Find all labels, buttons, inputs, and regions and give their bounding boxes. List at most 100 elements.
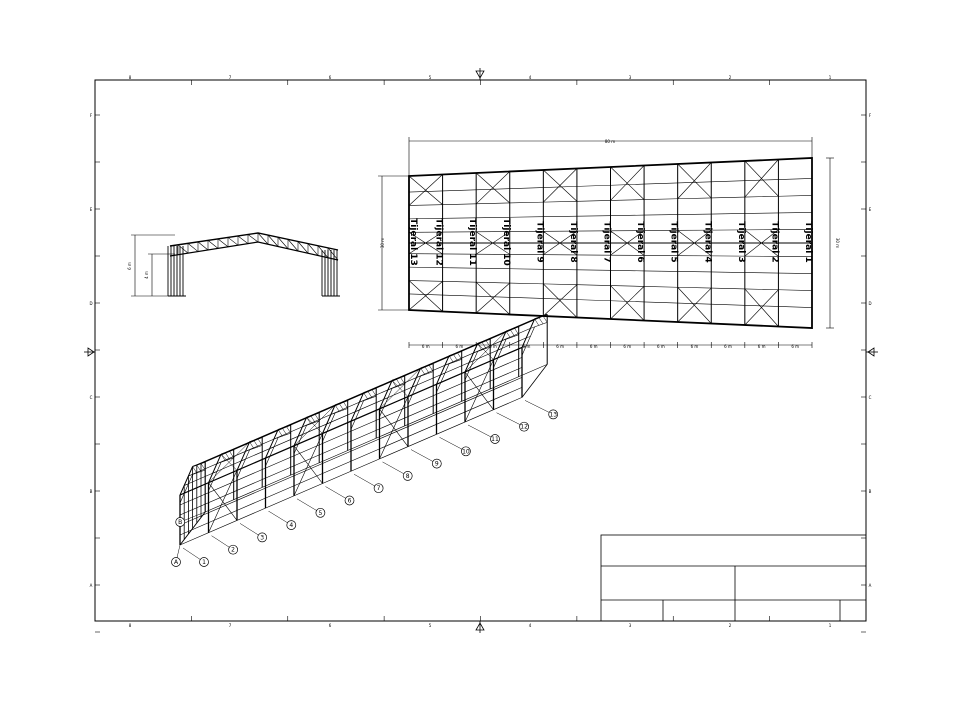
axis-bubble-label: 2: [231, 547, 235, 554]
bracing-line: [677, 287, 712, 323]
truss-chord: [350, 400, 364, 430]
rafter: [521, 318, 536, 348]
bracing-line: [408, 231, 443, 254]
truss-web: [317, 245, 329, 258]
truss-web: [257, 232, 269, 245]
truss-web: [196, 464, 202, 472]
roof-bracing: [404, 367, 421, 377]
truss-web: [327, 247, 339, 261]
truss-web: [207, 240, 219, 249]
left-zone-label: C: [90, 395, 93, 400]
leader-line: [496, 412, 525, 427]
bracing-line: [543, 284, 578, 317]
bracing-line: [677, 162, 712, 199]
axis-bubble-label: B: [178, 519, 182, 526]
truss-web: [339, 403, 344, 411]
rafter: [265, 429, 279, 459]
truss-label: Tijeral 5: [669, 221, 679, 262]
top-zone-label: 8: [129, 75, 132, 80]
left-zone-label: E: [90, 207, 93, 212]
truss-chord: [220, 457, 234, 463]
bottom-zone-label: 8: [129, 623, 132, 628]
truss-web: [477, 343, 483, 351]
bay-dimension: 6 m: [623, 344, 631, 349]
axis-bubble-label: 9: [435, 461, 439, 468]
truss-chord: [265, 437, 279, 467]
truss-chord: [334, 408, 348, 414]
truss-web: [247, 234, 259, 243]
left-zone-label: F: [90, 113, 93, 118]
truss-web: [282, 427, 287, 435]
right-zone-label: C: [869, 395, 872, 400]
axis-bubble: [257, 532, 268, 543]
truss-web: [367, 391, 373, 398]
plan-framing: [408, 157, 813, 329]
purlin-line: [408, 178, 813, 193]
bay-dimension: 6 m: [556, 344, 564, 349]
axis-bubble-label: A: [174, 559, 179, 566]
base-beam: [179, 511, 206, 546]
elevation-dim-inner: 4 m: [144, 271, 149, 279]
top-zone-label: 6: [329, 75, 332, 80]
bracing-line: [610, 286, 645, 320]
border-ticks: [94, 80, 867, 633]
bay-dimension: 6 m: [489, 344, 497, 349]
wall-bracing: [293, 445, 323, 484]
base-beam: [521, 364, 548, 398]
bracing-line: [543, 230, 578, 255]
truss-label: Tijeral 2: [769, 221, 779, 262]
base-beam: [205, 364, 548, 513]
bracing-line: [744, 229, 779, 257]
truss-label: Tijeral 1: [803, 221, 813, 262]
left-zone-label: B: [90, 489, 93, 494]
axis-bubble-label: 4: [289, 522, 293, 529]
bottom-zone-label: 5: [429, 623, 432, 628]
truss-label: Tijeral 4: [702, 221, 712, 262]
bracing-line: [408, 174, 443, 206]
truss-chord: [277, 432, 291, 438]
bottom-zone-label: 6: [329, 623, 332, 628]
truss-label: Tijeral 11: [467, 218, 477, 266]
truss-chord: [192, 469, 206, 475]
bottom-zone-label: 2: [729, 623, 732, 628]
leader-line: [467, 424, 496, 440]
truss-label: Tijeral 9: [534, 221, 544, 262]
bracing-line: [610, 230, 645, 256]
truss-web: [187, 243, 199, 252]
wall-bracing: [464, 371, 494, 410]
front-elevation-view: [167, 232, 340, 297]
isometric-3d-view: [179, 313, 548, 546]
purlin: [188, 328, 531, 477]
axis-bubble-label: 12: [520, 424, 528, 431]
bottom-zone-label: 7: [229, 623, 232, 628]
truss-web: [306, 417, 312, 424]
centering-marks: [84, 68, 878, 633]
truss-web: [177, 244, 189, 254]
truss-web: [287, 239, 299, 252]
truss-web: [534, 318, 540, 326]
rafter: [293, 417, 308, 447]
axis-bubble: [344, 495, 355, 506]
plan-top-dimension: 80 m: [605, 139, 615, 144]
bracing-line: [610, 165, 645, 201]
axis-bubble-label: 11: [491, 436, 499, 443]
right-zone-label: B: [869, 489, 872, 494]
bay-dimension: 6 m: [657, 344, 665, 349]
truss-chord: [534, 322, 548, 328]
truss-chord: [407, 375, 421, 405]
purlin-line: [408, 293, 813, 308]
truss-web: [396, 378, 401, 386]
truss-web: [220, 454, 226, 461]
truss-web: [307, 243, 319, 256]
bay-dimension: 6 m: [724, 344, 732, 349]
truss-chord: [477, 346, 491, 352]
truss-chord: [179, 474, 193, 504]
truss-web: [253, 440, 259, 448]
bracing-line: [543, 168, 578, 203]
truss-web: [297, 241, 309, 254]
roof-bracing: [490, 330, 507, 340]
